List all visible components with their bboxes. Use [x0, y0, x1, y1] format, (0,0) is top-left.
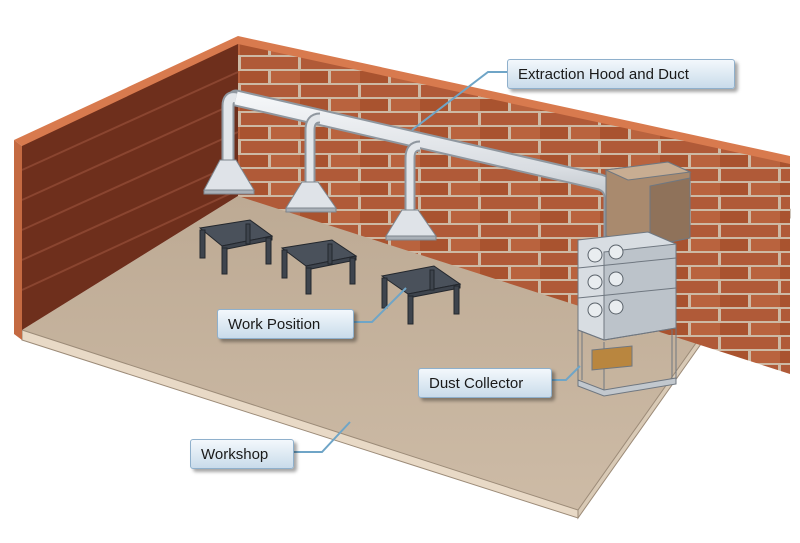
leader-lines — [294, 71, 581, 453]
callout-label: Dust Collector — [429, 374, 524, 392]
leader-work — [354, 287, 407, 323]
back-wall-top-edge — [238, 36, 790, 164]
left-wall-top-edge — [14, 36, 238, 146]
callout-dust-collector: Dust Collector — [418, 368, 552, 398]
dust-collector-unit — [577, 161, 692, 397]
leader-workshop — [294, 421, 351, 453]
work-tables — [198, 219, 462, 325]
callout-label: Work Position — [228, 315, 321, 333]
callout-workshop: Workshop — [190, 439, 294, 469]
callout-work-position: Work Position — [217, 309, 354, 339]
left-wall-front-face — [14, 140, 22, 340]
leader-hood — [411, 71, 512, 131]
callout-label: Workshop — [201, 445, 269, 463]
callout-extraction-hood-and-duct: Extraction Hood and Duct — [507, 59, 735, 89]
left-wall — [22, 42, 238, 330]
callout-label: Extraction Hood and Duct — [518, 65, 689, 83]
leader-collector — [552, 365, 581, 381]
duct-branches — [304, 112, 421, 210]
left-wall-lines — [21, 71, 239, 291]
extraction-hoods — [203, 159, 437, 241]
